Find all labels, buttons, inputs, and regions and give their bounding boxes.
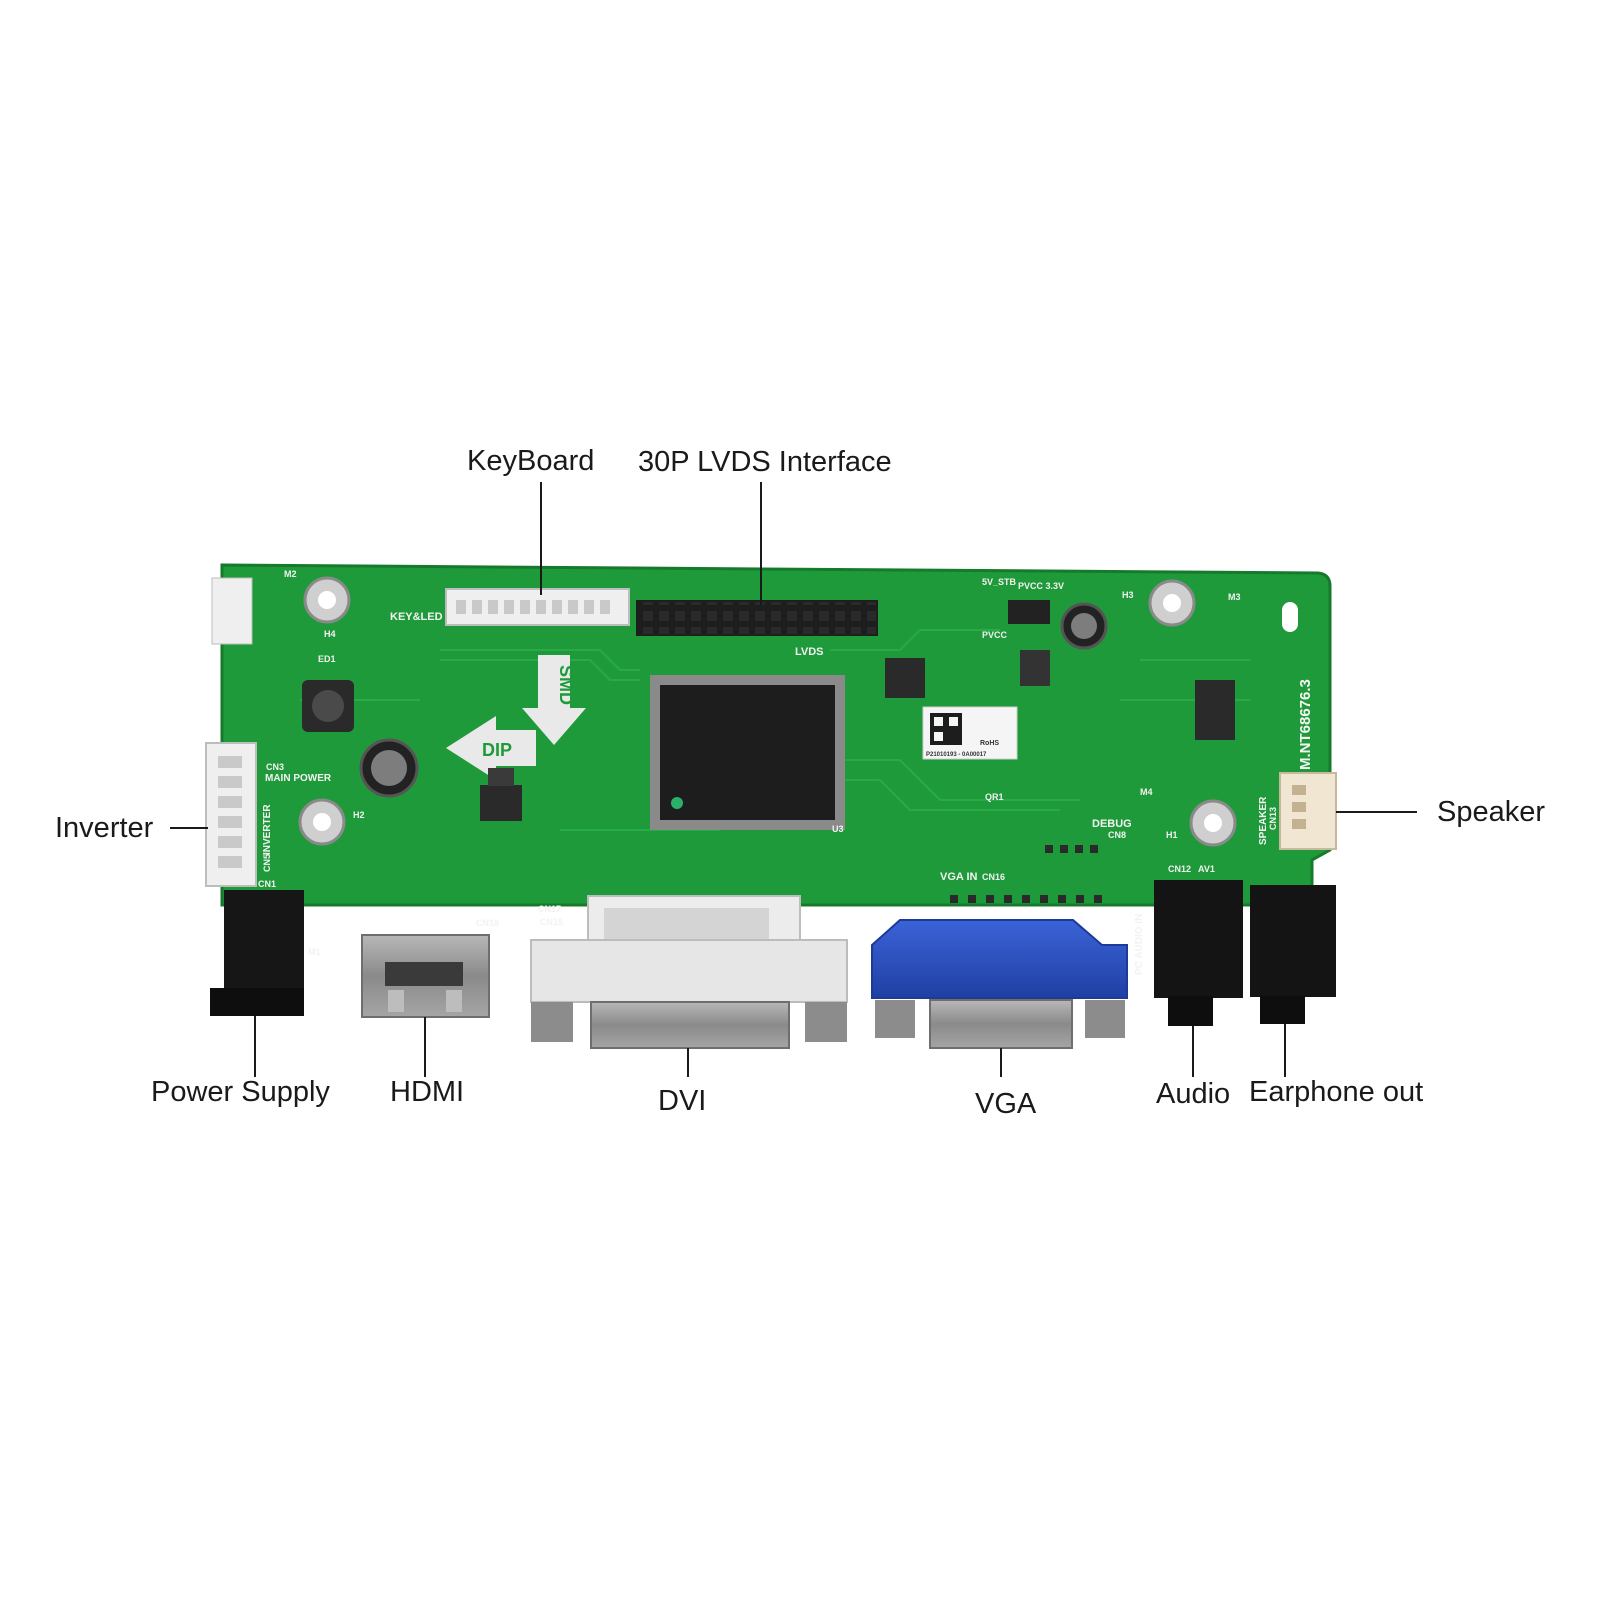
silk-h1: H1	[1166, 830, 1178, 840]
label-audio: Audio	[1156, 1078, 1231, 1110]
silk-cn18: CN18	[476, 918, 499, 928]
silk-cn13: CN13	[1268, 807, 1278, 830]
silk-pvcc-33: PVCC 3.3V	[1018, 581, 1064, 591]
silk-serial: P21010193 - 0A00017	[926, 752, 987, 758]
main-chip	[660, 685, 835, 820]
label-lvds-interface: 30P LVDS Interface	[638, 446, 892, 478]
silk-stb: 5V_STB	[982, 577, 1017, 587]
silk-inverter: INVERTER	[262, 804, 273, 855]
silk-speaker: SPEAKER	[1258, 796, 1269, 845]
silk-pvcc: PVCC	[982, 630, 1008, 640]
label-power-supply: Power Supply	[151, 1076, 330, 1108]
silk-cn16: CN16	[982, 872, 1005, 882]
silk-smd: SMD	[556, 665, 576, 705]
silk-cn8: CN8	[1108, 830, 1126, 840]
silk-main-power: MAIN POWER	[265, 773, 332, 784]
dip-arrow	[446, 716, 536, 780]
label-earphone-out: Earphone out	[1249, 1076, 1424, 1108]
silk-cn12: CN12	[1168, 864, 1191, 874]
label-dvi: DVI	[658, 1085, 707, 1117]
silk-cn3: CN3	[266, 762, 284, 772]
mounting-holes	[298, 576, 1298, 847]
silk-u3: U3	[832, 824, 844, 834]
silk-vga-in: VGA IN	[940, 871, 978, 883]
vga-port-housing	[871, 919, 1128, 999]
label-hdmi: HDMI	[390, 1076, 465, 1108]
silk-h3: H3	[1122, 590, 1134, 600]
silk-m2: M2	[284, 569, 297, 579]
audio-jack	[1154, 880, 1243, 998]
silk-qr1: QR1	[985, 792, 1004, 802]
silk-m4: M4	[1140, 787, 1153, 797]
silk-h4: H4	[324, 629, 336, 639]
silk-h2: H2	[353, 810, 365, 820]
label-vga: VGA	[975, 1088, 1037, 1120]
pcb-traces	[300, 629, 1250, 831]
silk-cn15: CN15	[540, 917, 563, 927]
hdmi-port	[361, 934, 490, 1018]
earphone-jack	[1250, 885, 1336, 997]
leader-lines	[170, 482, 1417, 1077]
silk-cn5: CN5	[262, 854, 272, 872]
silk-cn1: CN1	[258, 879, 276, 889]
silk-m1: M1	[308, 947, 321, 957]
board-model: M.NT68676.3	[1297, 679, 1314, 770]
silkscreen-labels: KEY&LED LVDS 5V_STB PVCC 3.3V PVCC MAIN …	[258, 569, 1314, 975]
label-keyboard: KeyBoard	[467, 445, 595, 477]
silk-ed1: ED1	[318, 654, 336, 664]
label-inverter: Inverter	[55, 812, 154, 844]
silk-cn17: CN17	[538, 904, 561, 914]
silk-av1: AV1	[1198, 864, 1215, 874]
silk-rohs: RoHS	[980, 740, 999, 747]
silk-dip: DIP	[482, 740, 512, 760]
silk-pc-audio-in: PC AUDIO IN	[1134, 914, 1145, 975]
power-jack	[224, 890, 304, 997]
label-speaker: Speaker	[1437, 796, 1546, 828]
speaker-connector	[1279, 772, 1337, 850]
silk-key-led: KEY&LED	[390, 611, 443, 623]
silk-lvds: LVDS	[795, 646, 824, 658]
ir-connector	[211, 577, 253, 645]
silk-debug: DEBUG	[1092, 818, 1132, 830]
smd-arrow	[522, 655, 586, 745]
silk-m3: M3	[1228, 592, 1241, 602]
